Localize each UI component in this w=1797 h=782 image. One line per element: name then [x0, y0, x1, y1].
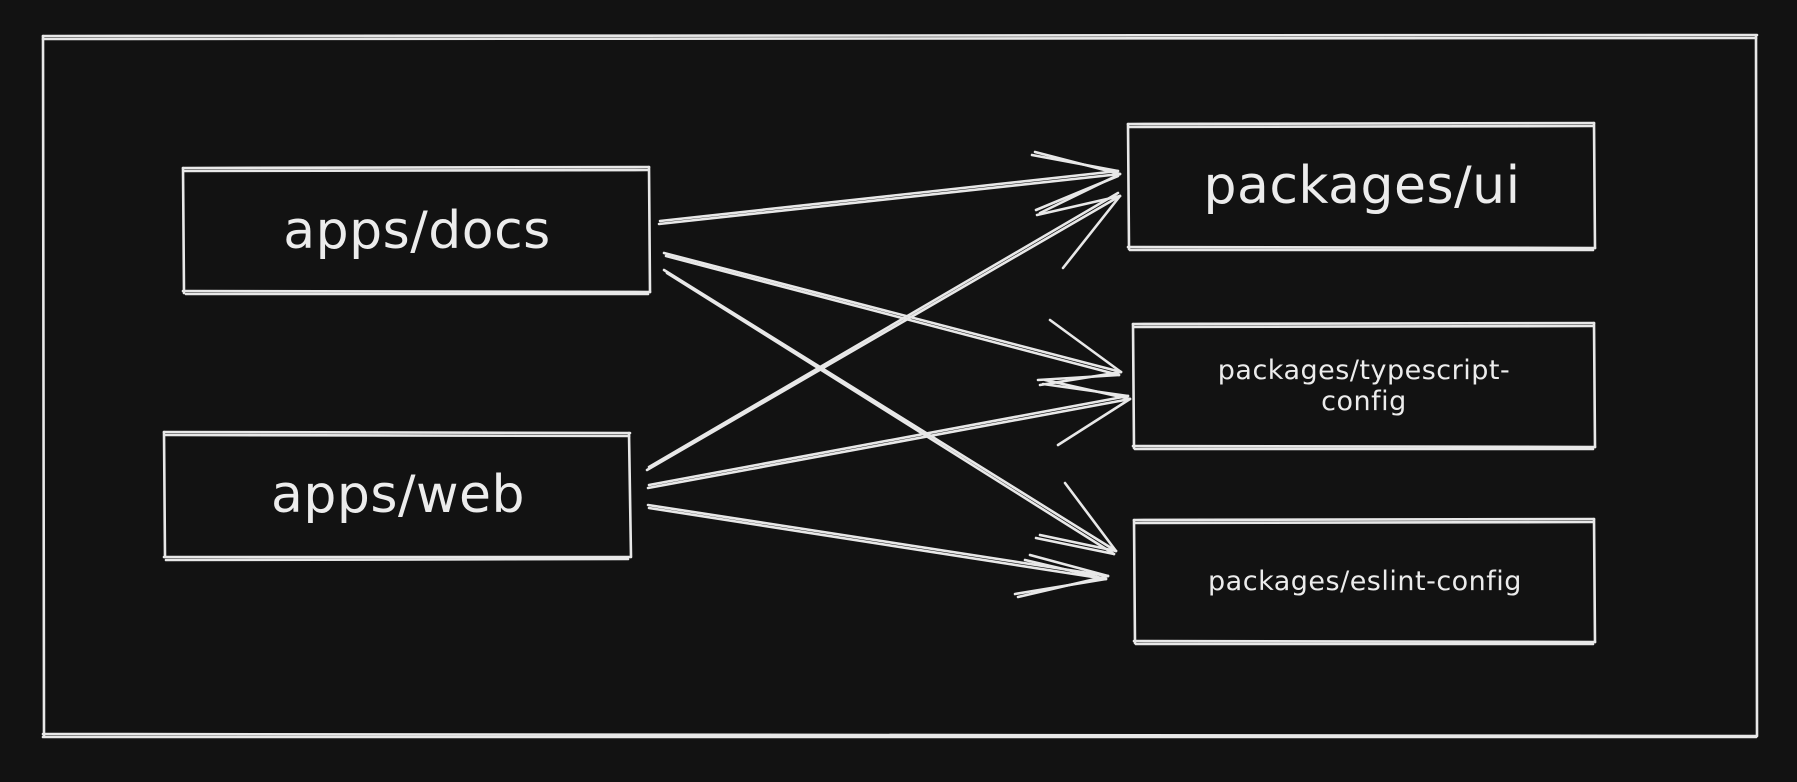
edge-apps-web-to-packages-eslint-config — [646, 503, 1110, 599]
outer-frame — [41, 33, 1759, 739]
node-box-packages-typescript-config — [1131, 321, 1597, 451]
node-label-apps-web: apps/web — [270, 465, 526, 526]
node-label-packages-ui: packages/ui — [1203, 156, 1521, 217]
edge-apps-docs-to-packages-typescript-config — [662, 251, 1123, 387]
edge-apps-web-to-packages-typescript-config — [646, 378, 1132, 490]
node-label-packages-typescript-config: packages/typescript- config — [1217, 354, 1511, 417]
node-label-apps-docs: apps/docs — [283, 201, 551, 262]
node-label-packages-eslint-config: packages/eslint-config — [1208, 566, 1522, 598]
edge-apps-web-to-packages-ui — [645, 191, 1122, 472]
edge-apps-docs-to-packages-ui — [657, 150, 1122, 226]
edge-apps-docs-to-packages-eslint-config — [662, 268, 1118, 556]
node-box-apps-web — [162, 430, 633, 562]
node-box-apps-docs — [181, 165, 652, 296]
node-box-packages-eslint-config — [1132, 517, 1597, 646]
node-box-packages-ui — [1126, 121, 1597, 252]
